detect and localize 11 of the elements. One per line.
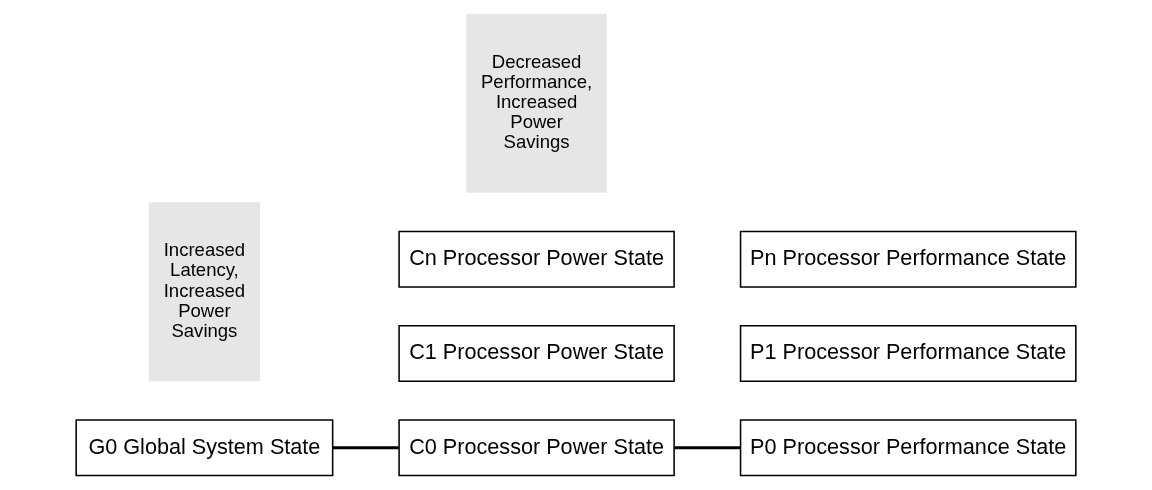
node-box: Pn Processor Performance State <box>739 230 1077 288</box>
connector <box>674 446 741 450</box>
connector <box>332 446 399 450</box>
node-box: C1 Processor Power State <box>398 324 675 383</box>
node-box: G0 Global System State <box>75 419 334 477</box>
node-box: C0 Processor Power State <box>398 419 675 477</box>
label: Increased Latency, Increased Power Savings <box>163 239 246 341</box>
node-box: Cn Processor Power State <box>398 230 675 288</box>
label: Decreased Performance, Increased Power Savings <box>480 50 593 153</box>
node-box: P1 Processor Performance State <box>739 324 1077 383</box>
node-box: P0 Processor Performance State <box>739 419 1077 477</box>
